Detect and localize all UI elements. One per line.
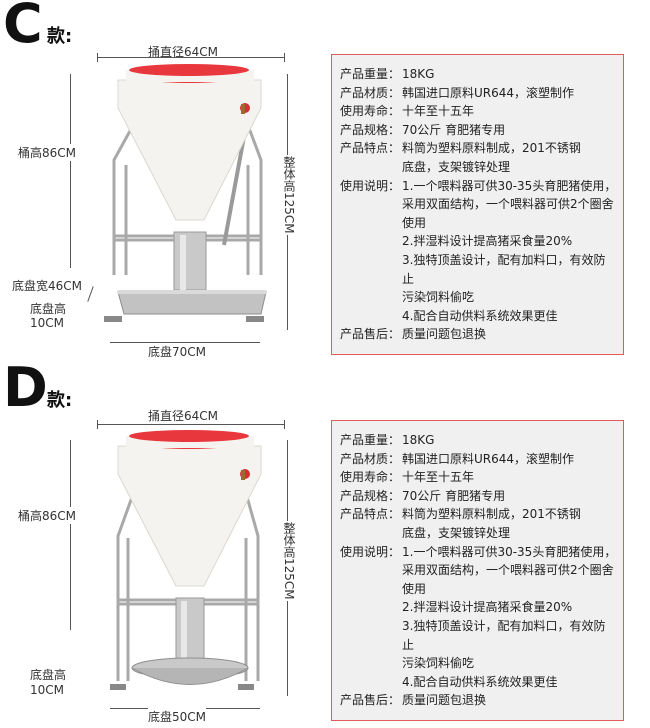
spec-value-line: 料筒为塑料原料制成，201不锈钢 [402, 141, 581, 156]
spec-value-line: 底盘，支架镀锌处理 [402, 159, 511, 174]
tray-height-label-2: 10CM [30, 316, 65, 330]
spec-value-line: 4.配合自动供料系统效果更佳 [402, 674, 558, 689]
spec-value-line: 3.独特顶盖设计，配有加料口，有效防止 [402, 252, 606, 286]
spec-key: 使用寿命： [340, 470, 401, 485]
spec-value-line: 70公斤 育肥猪专用 [402, 488, 506, 503]
spec-value-line: 质量问题包退换 [402, 327, 487, 342]
spec-value: 1.一个喂料器可供30-35头育肥猪使用， 采用双面结构，一个喂料器可供2个圈舍使… [402, 543, 617, 692]
spec-value: 十年至十五年 [402, 102, 617, 121]
spec-value-line: 料筒为塑料原料制成，201不锈钢 [402, 507, 581, 522]
spec-value-line: 使用 [402, 215, 427, 230]
spec-row: 产品材质：韩国进口原料UR644，滚塑制作 [340, 450, 617, 469]
spec-value-line: 韩国进口原料UR644，滚塑制作 [402, 85, 575, 100]
spec-value-line: 采用双面结构，一个喂料器可供2个圈舍 [402, 197, 614, 212]
spec-value-line: 污染饲料偷吃 [402, 656, 475, 671]
spec-value-line: 污染饲料偷吃 [402, 290, 475, 305]
section-c: C 款: 捅直径64CM 桶高86CM 整体高125CM 底盘宽46CM 底盘高… [3, 0, 624, 360]
top-diameter-line [97, 57, 285, 58]
spec-value: 十年至十五年 [402, 468, 617, 487]
spec-key: 产品售后： [340, 693, 401, 708]
spec-value: 韩国进口原料UR644，滚塑制作 [402, 450, 617, 469]
spec-value: 质量问题包退换 [402, 325, 617, 344]
spec-row: 使用寿命：十年至十五年 [340, 102, 617, 121]
spec-value: 料筒为塑料原料制成，201不锈钢底盘，支架镀锌处理 [402, 139, 617, 176]
spec-row: 产品材质：韩国进口原料UR644，滚塑制作 [340, 84, 617, 103]
spec-value-line: 18KG [402, 433, 435, 447]
model-letter: D [3, 356, 48, 419]
spec-value: 70公斤 育肥猪专用 [402, 487, 617, 506]
spec-value-line: 十年至十五年 [402, 470, 475, 485]
spec-value: 18KG [402, 431, 617, 450]
spec-row: 产品重量：18KG [340, 65, 617, 84]
spec-key: 产品规格： [340, 488, 401, 503]
spec-row: 使用寿命：十年至十五年 [340, 468, 617, 487]
spec-value-line: 18KG [402, 67, 435, 81]
spec-value-line: 质量问题包退换 [402, 693, 487, 708]
spec-row: 使用说明：1.一个喂料器可供30-35头育肥猪使用， 采用双面结构，一个喂料器可供… [340, 543, 617, 692]
spec-key: 产品材质： [340, 85, 401, 100]
spec-key: 产品重量： [340, 67, 401, 81]
spec-key: 产品重量： [340, 433, 401, 447]
tray-height-label-2: 10CM [30, 683, 65, 697]
spec-value-line: 1.一个喂料器可供30-35头育肥猪使用， [402, 178, 617, 193]
total-height-label: 整体高125CM [281, 155, 298, 235]
spec-key: 使用寿命： [340, 104, 401, 119]
spec-key: 产品规格： [340, 122, 401, 137]
spec-value-line: 2.拌湿料设计提高猪采食量20% [402, 234, 573, 249]
spec-value: 70公斤 育肥猪专用 [402, 121, 617, 140]
spec-value: 18KG [402, 65, 617, 84]
spec-value-line: 底盘，支架镀锌处理 [402, 525, 511, 540]
spec-row: 产品售后：质量问题包退换 [340, 325, 617, 344]
model-suffix: 款: [47, 26, 73, 47]
spec-value-line: 使用 [402, 581, 427, 596]
feeder-illustration [104, 64, 267, 322]
base-label: 底盘70CM [148, 343, 207, 360]
spec-key: 产品特点： [340, 141, 401, 156]
total-height-label: 整体高125CM [281, 521, 298, 601]
spec-row: 产品规格：70公斤 育肥猪专用 [340, 121, 617, 140]
section-d: D 款: 捅直径64CM 桶高86CM 整体高125CM 底盘高 10CM 底盘… [0, 358, 650, 728]
spec-row: 产品重量：18KG [340, 431, 617, 450]
tray-height-label-1: 底盘高 [30, 302, 67, 316]
spec-row: 产品规格：70公斤 育肥猪专用 [340, 487, 617, 506]
spec-key: 产品售后： [340, 327, 401, 342]
spec-value-line: 3.独特顶盖设计，配有加料口，有效防止 [402, 618, 606, 652]
spec-key: 使用说明： [340, 178, 401, 193]
spec-value-line: 4.配合自动供料系统效果更佳 [402, 308, 558, 323]
spec-value-line: 1.一个喂料器可供30-35头育肥猪使用， [402, 544, 617, 559]
spec-row: 产品特点：料筒为塑料原料制成，201不锈钢底盘，支架镀锌处理 [340, 505, 617, 542]
top-diameter-label: 捅直径64CM [148, 45, 219, 59]
spec-value: 1.一个喂料器可供30-35头育肥猪使用， 采用双面结构，一个喂料器可供2个圈舍使… [402, 177, 617, 326]
bucket-height-line [70, 74, 71, 268]
tray-height-label-1: 底盘高 [30, 668, 67, 682]
model-suffix: 款: [47, 390, 73, 411]
bucket-height-label: 桶高86CM [18, 144, 77, 161]
spec-value-line: 韩国进口原料UR644，滚塑制作 [402, 451, 575, 466]
spec-value-line: 2.拌湿料设计提高猪采食量20% [402, 600, 573, 615]
base-label: 底盘50CM [148, 708, 207, 725]
spec-key: 产品材质： [340, 451, 401, 466]
tray-width-label: 底盘宽46CM [12, 279, 83, 293]
spec-value: 料筒为塑料原料制成，201不锈钢底盘，支架镀锌处理 [402, 505, 617, 542]
spec-value-line: 70公斤 育肥猪专用 [402, 122, 506, 137]
spec-value: 韩国进口原料UR644，滚塑制作 [402, 84, 617, 103]
spec-row: 产品售后：质量问题包退换 [340, 691, 617, 710]
spec-key: 产品特点： [340, 507, 401, 522]
feeder-illustration [110, 430, 262, 690]
bucket-height-label: 桶高86CM [18, 507, 77, 524]
spec-row: 产品特点：料筒为塑料原料制成，201不锈钢底盘，支架镀锌处理 [340, 139, 617, 176]
spec-key: 使用说明： [340, 544, 401, 559]
model-letter: C [3, 0, 43, 55]
spec-value-line: 采用双面结构，一个喂料器可供2个圈舍 [402, 563, 614, 578]
top-diameter-label: 捅直径64CM [148, 409, 219, 423]
spec-row: 使用说明：1.一个喂料器可供30-35头育肥猪使用， 采用双面结构，一个喂料器可供… [340, 177, 617, 326]
spec-value-line: 十年至十五年 [402, 104, 475, 119]
spec-value: 质量问题包退换 [402, 691, 617, 710]
